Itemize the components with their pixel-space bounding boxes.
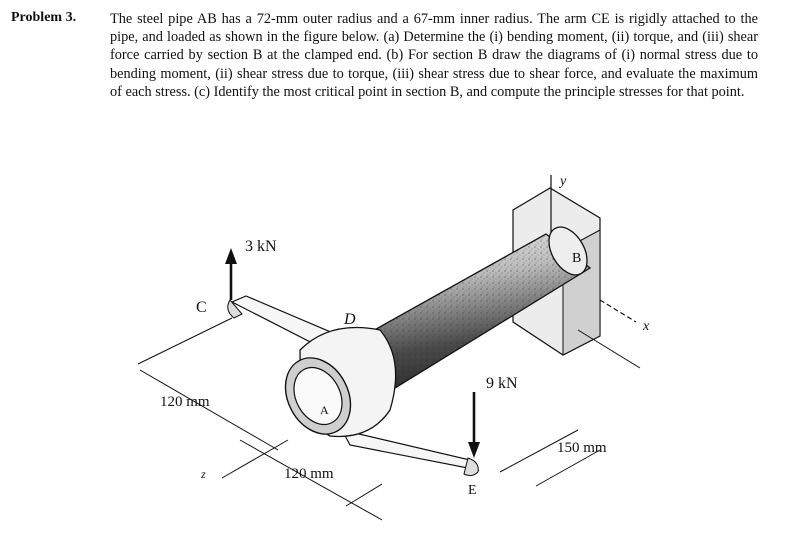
load-label-e: 9 kN [486, 375, 518, 392]
load-arrow-e [468, 392, 480, 458]
axis-label-y: y [558, 174, 567, 189]
dim-label-right: 150 mm [557, 440, 607, 456]
dim-label-bottom: 120 mm [284, 466, 334, 482]
load-arrow-c [225, 248, 237, 300]
problem-label: Problem 3. [11, 10, 77, 25]
x-axis-line [599, 299, 637, 323]
load-label-c: 3 kN [245, 238, 277, 255]
point-label-a: A [320, 403, 329, 417]
pipe-end-a [284, 357, 352, 435]
dimension-lines [137, 317, 641, 521]
dim-label-left: 120 mm [160, 394, 210, 410]
point-label-b: B [572, 251, 581, 266]
point-label-d: D [343, 311, 356, 328]
axis-label-x: x [642, 319, 650, 334]
point-label-c: C [196, 299, 207, 316]
axis-label-z: z [200, 467, 206, 481]
problem-statement: The steel pipe AB has a 72-mm outer radi… [110, 11, 758, 100]
point-label-e: E [468, 483, 477, 498]
